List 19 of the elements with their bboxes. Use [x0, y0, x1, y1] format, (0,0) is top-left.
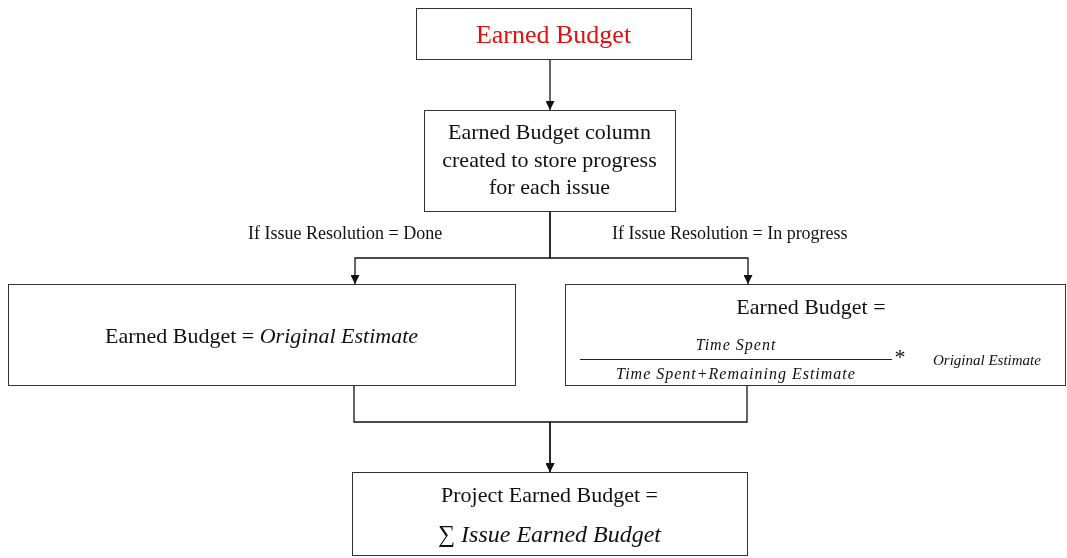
multiply-sign: *	[893, 343, 907, 371]
sum-formula: ∑ Issue Earned Budget	[436, 520, 663, 549]
arrow	[545, 385, 748, 473]
formula-text: Earned Budget = Original Estimate	[103, 322, 419, 350]
formula-heading: Project Earned Budget =	[439, 481, 660, 509]
process-box	[424, 110, 676, 212]
box-title: Earned Budget	[474, 19, 633, 51]
result-box	[352, 472, 748, 556]
title-box	[416, 8, 692, 60]
formula-heading: Earned Budget =	[735, 293, 887, 321]
formula-box	[8, 284, 516, 386]
fraction-numerator: Time Spent	[694, 335, 778, 355]
formula-text: Original Estimate	[932, 351, 1042, 370]
arrow	[545, 59, 555, 111]
edge-label: If Issue Resolution = In progress	[610, 223, 850, 244]
box-text: Earned Budget column created to store progress for each issue	[441, 118, 658, 201]
formula-box	[565, 284, 1066, 386]
arrow	[549, 211, 753, 285]
fraction-denominator: Time Spent+Remaining Estimate	[615, 364, 857, 384]
